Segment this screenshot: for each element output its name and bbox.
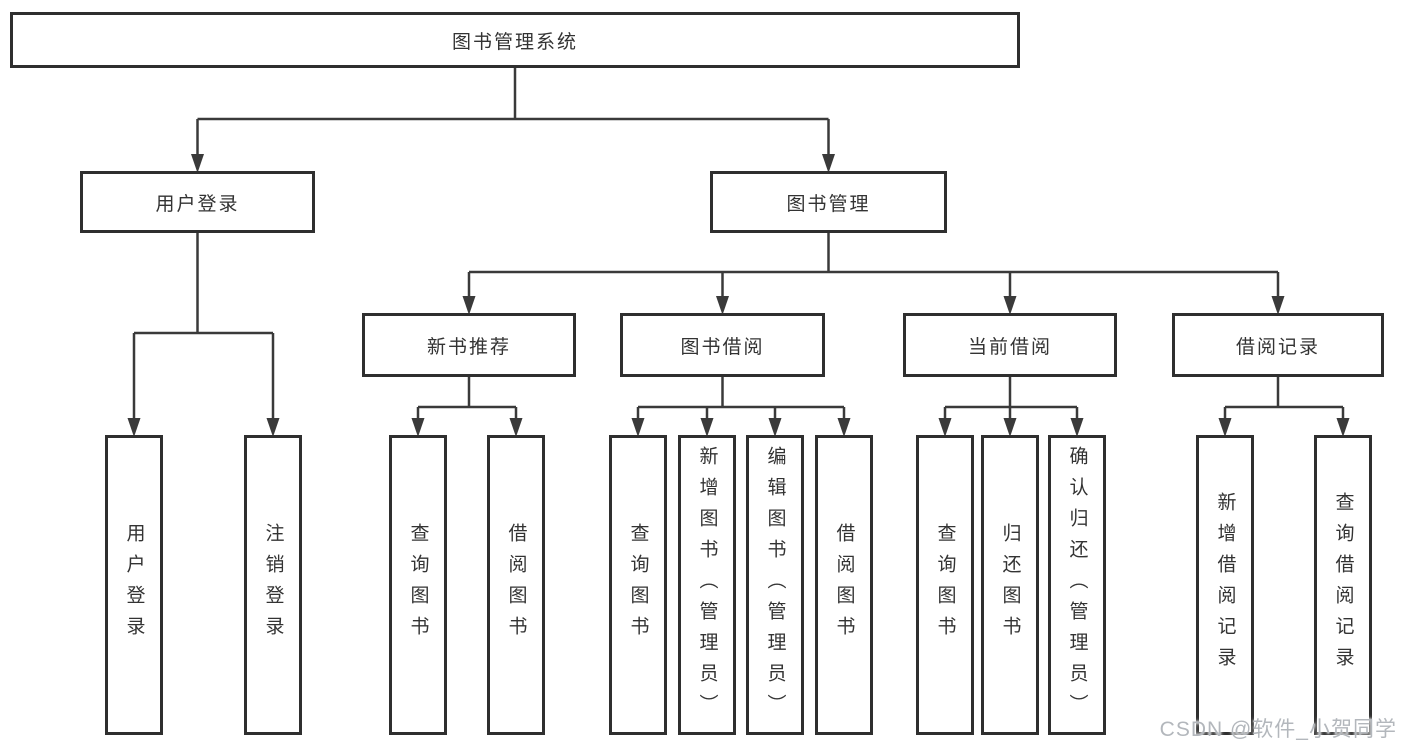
node-new-book-rec: 新书推荐 [362, 313, 576, 377]
node-leaf-logout: 注销登录 [244, 435, 302, 735]
node-label-cb-confirm-return: 确认归还（管理员） [1066, 445, 1088, 725]
node-label-root: 图书管理系统 [451, 31, 578, 53]
node-bb-query-book: 查询图书 [609, 435, 667, 735]
node-root: 图书管理系统 [10, 12, 1020, 68]
node-label-user-login: 用户登录 [155, 193, 240, 215]
node-bb-borrow-book: 借阅图书 [815, 435, 873, 735]
node-leaf-user-login: 用户登录 [105, 435, 163, 735]
node-cb-confirm-return: 确认归还（管理员） [1048, 435, 1106, 735]
node-nbr-borrow-book: 借阅图书 [487, 435, 545, 735]
node-label-book-mgmt: 图书管理 [786, 193, 871, 215]
node-cb-return-book: 归还图书 [981, 435, 1039, 735]
node-label-nbr-borrow-book: 借阅图书 [505, 523, 527, 647]
node-label-bb-edit-book: 编辑图书（管理员） [764, 445, 786, 725]
node-label-leaf-user-login: 用户登录 [123, 523, 145, 647]
node-nbr-query-book: 查询图书 [389, 435, 447, 735]
node-book-mgmt: 图书管理 [710, 171, 947, 233]
node-bb-edit-book: 编辑图书（管理员） [746, 435, 804, 735]
node-borrow-records: 借阅记录 [1172, 313, 1384, 377]
node-label-br-add-record: 新增借阅记录 [1214, 492, 1236, 678]
node-label-leaf-logout: 注销登录 [262, 523, 284, 647]
node-label-cb-return-book: 归还图书 [999, 523, 1021, 647]
node-cb-query-book: 查询图书 [916, 435, 974, 735]
node-br-add-record: 新增借阅记录 [1196, 435, 1254, 735]
node-label-nbr-query-book: 查询图书 [407, 523, 429, 647]
node-label-cb-query-book: 查询图书 [934, 523, 956, 647]
node-current-borrow: 当前借阅 [903, 313, 1117, 377]
node-user-login: 用户登录 [80, 171, 315, 233]
node-label-book-borrow: 图书借阅 [680, 336, 765, 358]
node-label-borrow-records: 借阅记录 [1235, 336, 1320, 358]
node-label-bb-query-book: 查询图书 [627, 523, 649, 647]
node-book-borrow: 图书借阅 [620, 313, 825, 377]
node-br-query-record: 查询借阅记录 [1314, 435, 1372, 735]
node-label-bb-add-book: 新增图书（管理员） [696, 445, 718, 725]
node-label-bb-borrow-book: 借阅图书 [833, 523, 855, 647]
watermark: CSDN @软件_小贺同学 [1159, 718, 1397, 741]
node-label-current-borrow: 当前借阅 [967, 336, 1052, 358]
node-label-br-query-record: 查询借阅记录 [1332, 492, 1354, 678]
node-label-new-book-rec: 新书推荐 [426, 336, 511, 358]
node-bb-add-book: 新增图书（管理员） [678, 435, 736, 735]
